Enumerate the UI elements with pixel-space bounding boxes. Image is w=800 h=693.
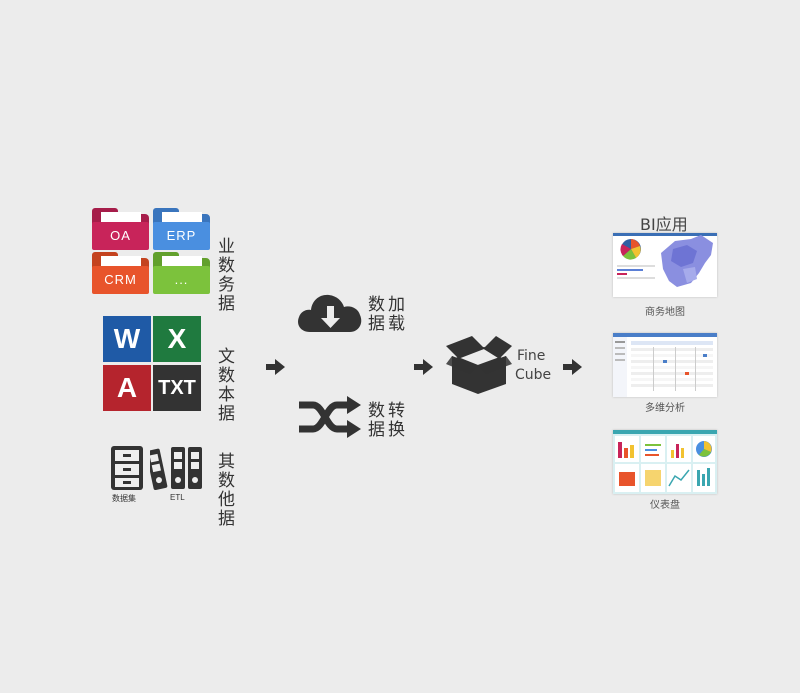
dashboard-thumbnail <box>613 430 717 494</box>
erp-folder-icon: ERP <box>153 208 210 250</box>
multidimensional-analysis-caption: 多维分析 <box>645 403 685 414</box>
cloud-download-icon <box>298 294 362 332</box>
dataset-cabinet-icon <box>111 446 143 490</box>
oa-label: OA <box>110 228 131 243</box>
arrow-right-icon <box>414 359 433 375</box>
access-icon: A <box>103 365 151 411</box>
word-icon: W <box>103 316 151 362</box>
oa-folder-icon: OA <box>92 208 149 250</box>
business-data-label: 业 数 务 据 <box>218 237 238 314</box>
erp-label: ERP <box>166 228 197 243</box>
crm-folder-icon: CRM <box>92 252 149 294</box>
business-map-caption: 商务地图 <box>645 307 685 318</box>
crm-label: CRM <box>104 272 137 287</box>
dashboard-caption: 仪表盘 <box>650 500 680 511</box>
other-data-label: 其 数 他 据 <box>218 452 238 529</box>
dataset-caption: 数据集 <box>112 494 136 503</box>
more-folder-icon: ... <box>153 252 210 294</box>
etl-binders-icon <box>150 447 202 490</box>
arrow-right-icon <box>563 359 582 375</box>
bi-title: BI应用 <box>640 215 688 234</box>
text-data-label: 文 数 本 据 <box>218 347 238 424</box>
map-preview-icon <box>613 233 717 287</box>
multidimensional-analysis-thumbnail <box>613 333 717 397</box>
table-preview-icon <box>613 333 717 397</box>
finecube-label: Fine Cube <box>515 348 552 383</box>
dashboard-preview-icon <box>613 430 717 494</box>
txt-icon: TXT <box>153 365 201 411</box>
excel-icon: X <box>153 316 201 362</box>
more-label: ... <box>174 272 189 287</box>
data-transform-label: 数转 据换 <box>368 401 408 440</box>
data-load-label: 数加 据载 <box>368 295 408 334</box>
etl-caption: ETL <box>170 493 185 502</box>
arrow-right-icon <box>266 359 285 375</box>
business-map-thumbnail <box>613 233 717 297</box>
shuffle-icon <box>299 396 361 438</box>
cube-box-icon <box>446 336 512 394</box>
